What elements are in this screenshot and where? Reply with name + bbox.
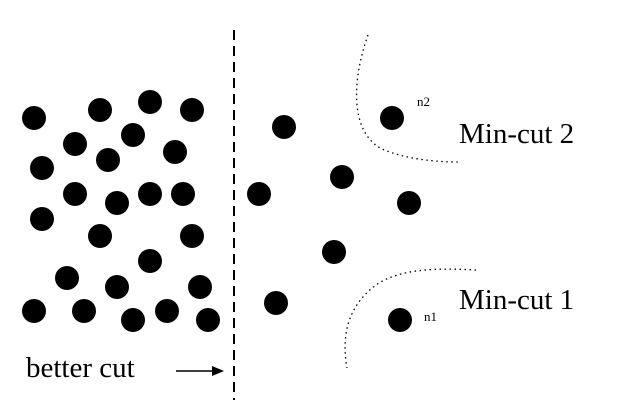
node — [30, 207, 54, 231]
min-cut-2-label: Min-cut 2 — [459, 118, 574, 150]
node-n2 — [380, 106, 404, 130]
node — [163, 140, 187, 164]
node — [171, 182, 195, 206]
node — [330, 165, 354, 189]
node — [180, 98, 204, 122]
node — [63, 182, 87, 206]
node — [72, 299, 96, 323]
node — [22, 299, 46, 323]
node — [196, 308, 220, 332]
n1-label: n1 — [424, 309, 437, 324]
node — [188, 275, 212, 299]
node — [121, 308, 145, 332]
node — [180, 224, 204, 248]
better-cut-label: better cut — [26, 352, 135, 384]
node — [105, 275, 129, 299]
node — [138, 182, 162, 206]
left-cluster — [22, 90, 220, 332]
node — [138, 90, 162, 114]
node — [247, 182, 271, 206]
node — [63, 132, 87, 156]
node — [88, 98, 112, 122]
arrow-right-icon — [176, 366, 224, 376]
node — [55, 266, 79, 290]
n2-label: n2 — [417, 94, 430, 109]
node — [138, 249, 162, 273]
node — [96, 148, 120, 172]
node — [30, 156, 54, 180]
node — [155, 299, 179, 323]
node — [121, 123, 145, 147]
node — [264, 291, 288, 315]
node — [88, 224, 112, 248]
node — [272, 115, 296, 139]
min-cut-2-curve — [355, 34, 459, 163]
node — [22, 106, 46, 130]
node — [322, 240, 346, 264]
min-cut-1-label: Min-cut 1 — [459, 284, 574, 316]
right-cluster — [247, 106, 421, 332]
node-n1 — [388, 308, 412, 332]
node — [105, 191, 129, 215]
node — [397, 191, 421, 215]
